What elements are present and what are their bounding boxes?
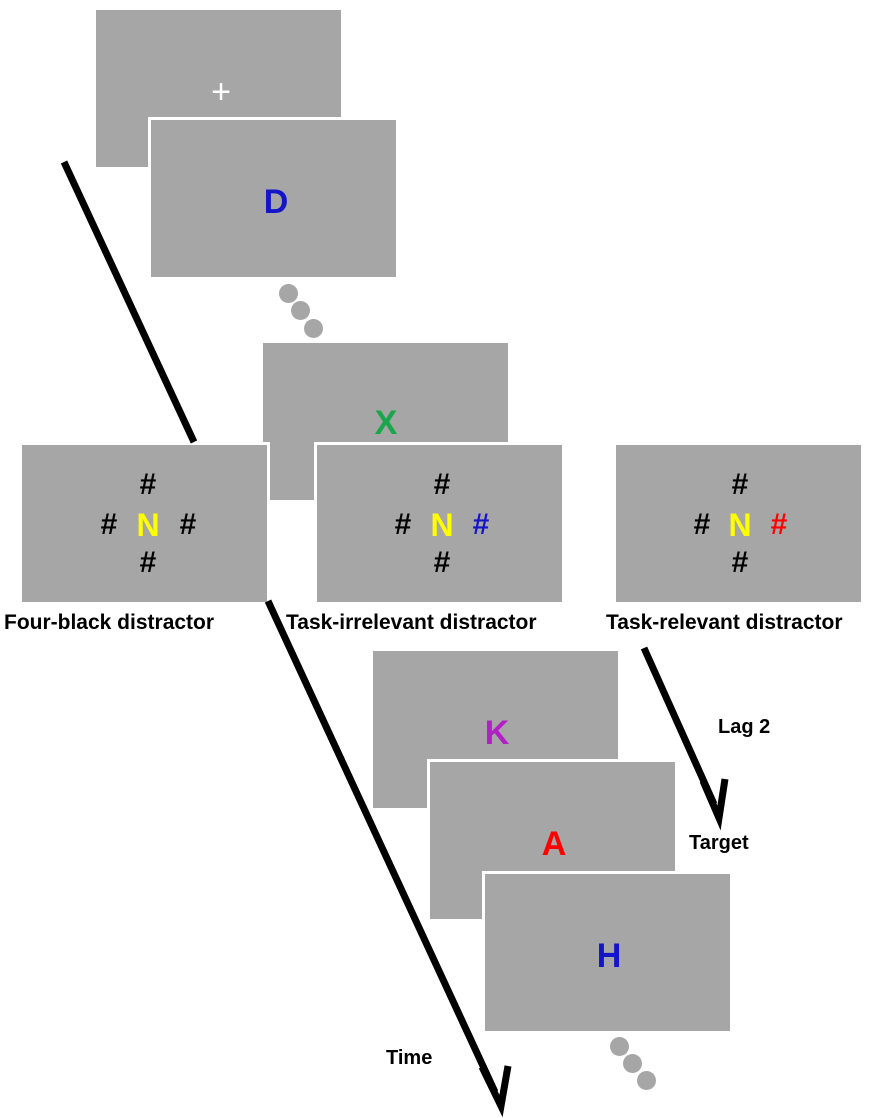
distractor-left-hash: # [100,508,118,541]
four-black-distractor-frame: # # N # # [19,442,270,605]
distractor-top-hash: # [139,468,157,501]
fixation-cross: + [211,73,231,111]
stream-letter-d: D [263,183,289,221]
four-black-distractor-caption: Four-black distractor [4,611,215,634]
stream-letter-x: X [374,404,398,442]
task-relevant-distractor-frame: # # N # # [613,442,864,605]
distractor-center-letter: N [430,507,454,543]
lag-label: Lag 2 [718,716,771,738]
lag-arrow-line [640,646,718,806]
stream-frame-h: H [482,871,733,1034]
stream-letter-h: H [596,937,622,975]
ellipsis-dot [279,284,298,303]
distractor-right-hash-red: # [770,508,788,541]
ellipsis-dot [304,319,323,338]
stream-frame-d: D [148,117,399,280]
ellipsis-dot [623,1054,642,1073]
distractor-left-hash: # [693,508,711,541]
target-letter-a: A [541,825,567,863]
distractor-left-hash: # [394,508,412,541]
distractor-bottom-hash: # [139,546,157,579]
distractor-center-letter: N [136,507,160,543]
time-arrow-head [478,1065,512,1118]
distractor-top-hash: # [731,468,749,501]
time-line-upper [60,160,198,444]
distractor-bottom-hash: # [433,546,451,579]
distractor-top-hash: # [433,468,451,501]
time-arrow-line [264,599,499,1094]
distractor-right-hash: # [179,508,197,541]
stream-letter-k: K [484,714,510,752]
distractor-right-hash-blue: # [472,508,490,541]
distractor-bottom-hash: # [731,546,749,579]
time-label: Time [386,1047,433,1069]
task-irrelevant-distractor-caption: Task-irrelevant distractor [286,611,537,634]
task-relevant-distractor-caption: Task-relevant distractor [606,611,843,634]
lag-arrow-head [699,778,729,831]
ellipsis-dot [291,301,310,320]
target-label: Target [689,832,749,854]
distractor-center-letter: N [728,507,752,543]
task-irrelevant-distractor-frame: # # N # # [314,442,565,605]
ellipsis-dot [637,1071,656,1090]
ellipsis-dot [610,1037,629,1056]
